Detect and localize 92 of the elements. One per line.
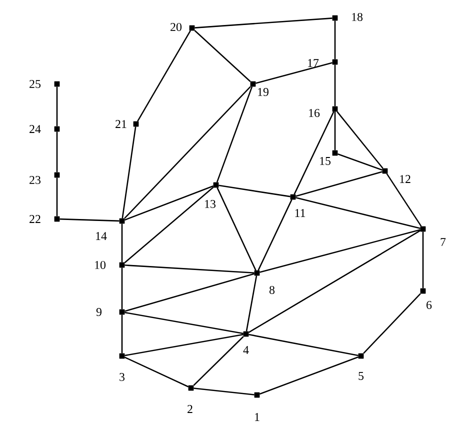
connecting-line [334,64,336,106]
node-number: 19 [258,88,268,96]
node-number: 16 [309,108,320,117]
connecting-line [124,273,254,312]
connecting-line [216,187,256,271]
junction-node [254,270,260,276]
connecting-line [124,86,251,219]
junction-node [290,194,296,200]
connecting-line [124,186,214,264]
junction-node [54,172,60,178]
junction-node [213,182,219,188]
junction-node [332,150,338,156]
connecting-line [122,126,136,218]
junction-node [119,309,125,315]
connecting-line [121,224,123,262]
node-number: 7 [440,238,446,246]
node-number: 3 [120,372,125,381]
connecting-line [56,132,58,172]
connecting-line [248,334,358,356]
connecting-line [296,171,382,197]
connecting-line [194,388,254,396]
connecting-line [296,197,420,229]
connecting-line [121,314,123,354]
node-number: 23 [30,176,41,184]
node-number: 8 [269,286,275,294]
junction-node [254,392,260,398]
node-number: 18 [352,12,363,22]
junction-node [250,81,256,87]
connecting-line [294,111,334,195]
connecting-line [259,356,359,395]
junction-node [420,288,426,294]
junction-node [119,353,125,359]
connecting-line [216,86,253,183]
connecting-line [60,218,120,222]
node-number: 2 [188,405,192,413]
node-number: 21 [116,120,126,128]
junction-node [119,218,125,224]
connecting-line [246,276,258,332]
connecting-line [124,356,189,388]
connecting-line [124,334,244,356]
junction-node [189,25,195,31]
connecting-line [422,232,424,288]
node-number: 15 [320,157,331,165]
node-number: 17 [308,59,319,67]
junction-node [119,262,125,268]
connecting-line [124,185,214,221]
connecting-line [258,199,292,271]
connecting-line [363,293,421,354]
node-number: 4 [243,346,249,354]
connecting-line [260,229,420,273]
connecting-line [193,336,244,386]
connecting-line [248,230,421,333]
connecting-line [337,153,383,171]
node-number: 6 [426,300,432,309]
connecting-line [334,112,336,150]
junction-node [420,226,426,232]
connecting-line [56,178,58,216]
node-number: 22 [30,215,40,223]
junction-node [133,121,139,127]
node-number: 1 [255,413,260,421]
node-number: 14 [96,232,107,240]
node-number: 10 [95,260,106,270]
connecting-line [137,30,191,122]
connecting-line [256,62,332,84]
junction-node [243,331,249,337]
connecting-line [336,111,384,169]
junction-node [382,168,388,174]
connecting-line [218,184,290,198]
connecting-line [194,18,332,28]
junction-node [188,385,194,391]
connecting-line [194,30,251,82]
node-number: 20 [170,22,182,32]
junction-node [332,59,338,65]
node-number: 11 [295,209,306,217]
connecting-line [334,20,336,60]
node-number: 5 [358,372,364,380]
connecting-line [121,268,123,310]
node-number: 12 [400,175,410,183]
connecting-line [56,86,58,126]
connecting-line [124,312,244,334]
junction-node [54,81,60,87]
connecting-line [124,264,254,274]
junction-node [332,106,338,112]
junction-node [54,126,60,132]
junction-node [358,353,364,359]
node-number: 9 [96,308,102,316]
node-number: 24 [30,125,41,133]
connecting-line [386,173,422,227]
node-number: 13 [205,200,216,208]
node-number: 25 [30,80,41,88]
junction-node [332,15,338,21]
junction-node [54,216,60,222]
